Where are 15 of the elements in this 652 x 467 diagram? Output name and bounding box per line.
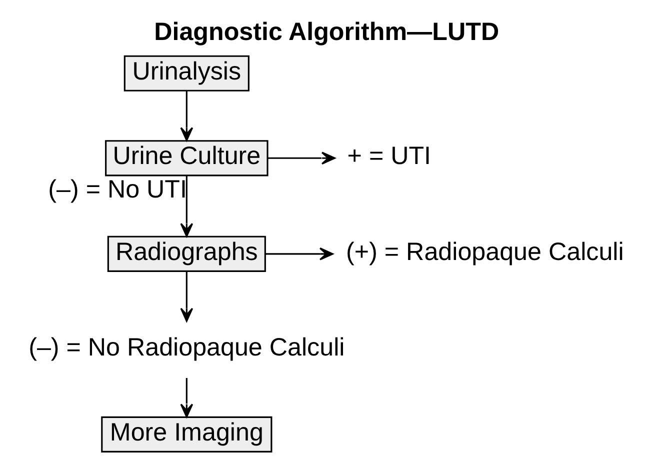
node-text: (+) = Radiopaque Calculi (346, 238, 624, 266)
node-text: + = UTI (347, 142, 432, 170)
node-box: Radiographs (107, 236, 266, 272)
node-text: (–) = No Radiopaque Calculi (28, 334, 345, 362)
arrow (268, 152, 336, 165)
node-box: More Imaging (101, 416, 272, 452)
arrow (180, 90, 194, 142)
node-box: Urinalysis (124, 55, 250, 92)
arrow (180, 378, 194, 418)
diagram-title: Diagnostic Algorithm—LUTD (154, 18, 500, 46)
arrow (180, 175, 194, 238)
arrow (265, 247, 334, 260)
edge-label: (–) = No UTI (48, 175, 188, 204)
node-box: Urine Culture (105, 140, 268, 176)
arrow (180, 271, 194, 322)
